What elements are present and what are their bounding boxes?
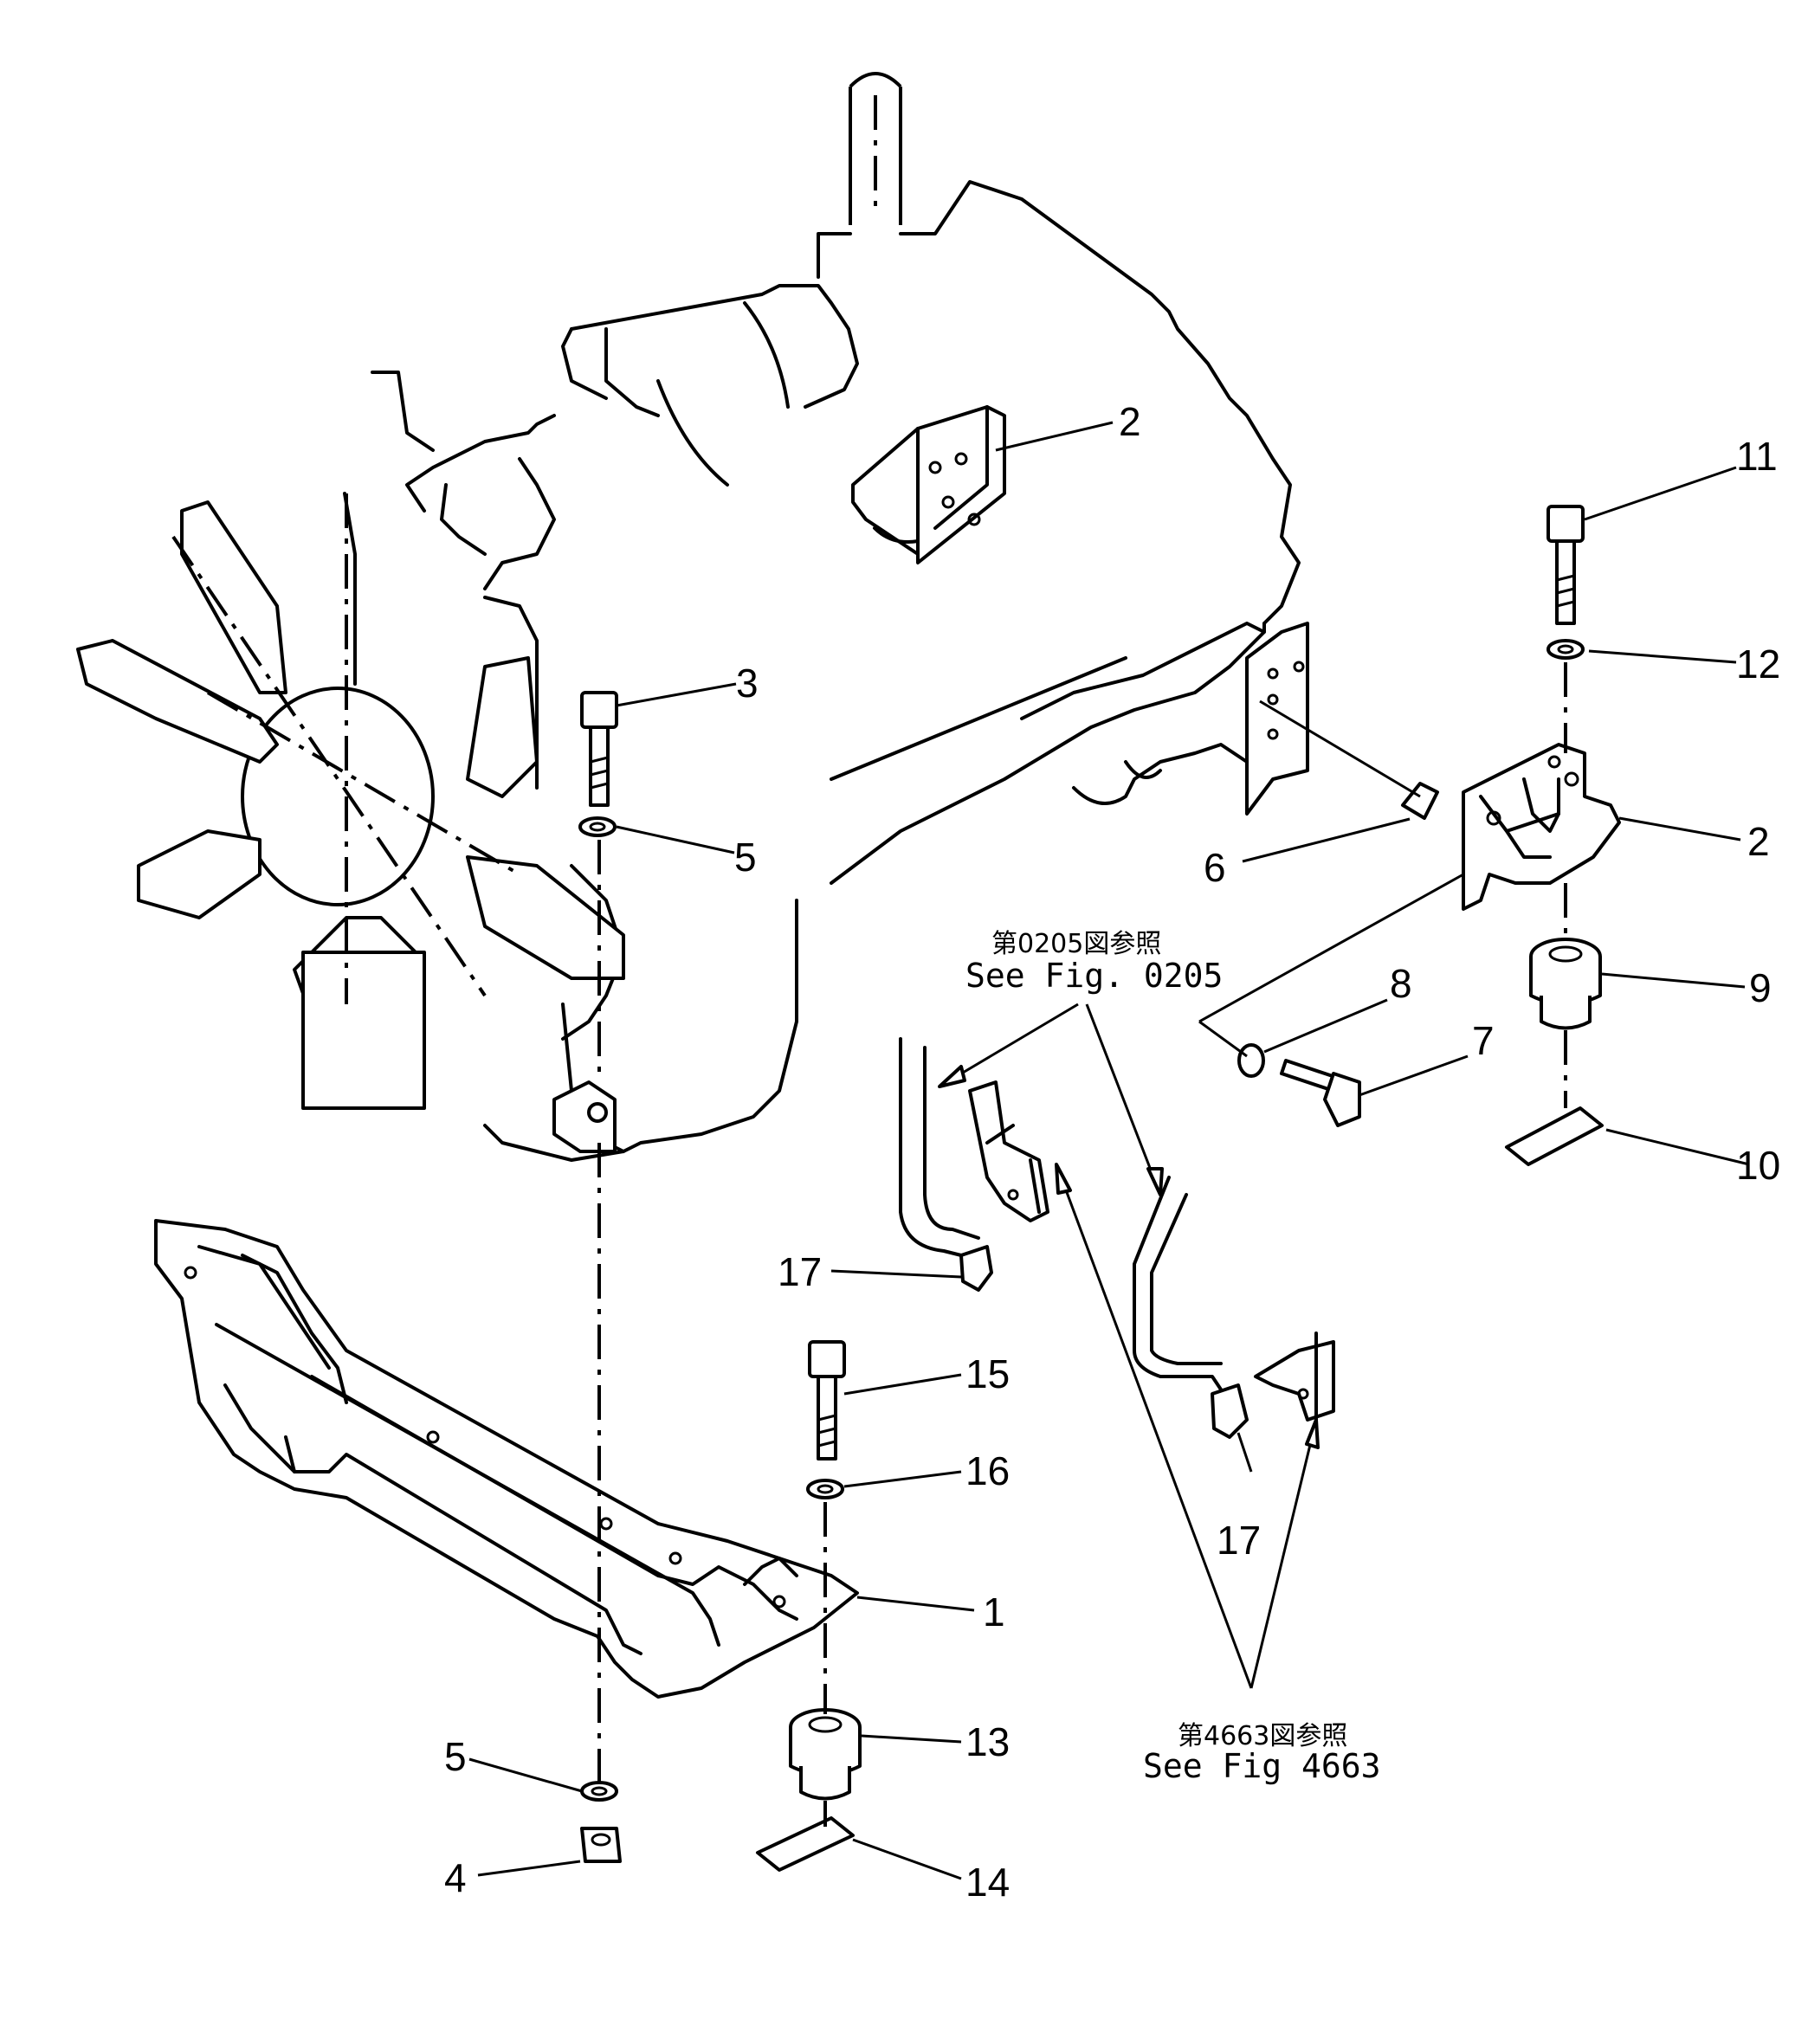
engine-block	[371, 72, 1309, 1162]
callout-5-upper: 5	[734, 835, 757, 880]
callout-16: 16	[965, 1448, 1010, 1493]
pipe-bracket-left	[899, 1037, 1049, 1292]
callout-15: 15	[965, 1351, 1010, 1396]
callout-17-right: 17	[1217, 1518, 1261, 1563]
leader-lines	[468, 421, 1750, 1880]
bolt-15	[808, 1340, 846, 1460]
callout-9: 9	[1749, 965, 1772, 1010]
reference-fig-0205-en: See Fig. 0205	[965, 957, 1223, 995]
pipe-bracket-right	[1133, 1176, 1335, 1439]
engine-outline	[483, 180, 1301, 1162]
callout-11: 11	[1736, 434, 1778, 479]
callout-12: 12	[1736, 642, 1780, 687]
reference-fig-4663: 第4663図参照 See Fig 4663	[1143, 1721, 1381, 1785]
engine-front-mount	[552, 1080, 617, 1153]
bolt-3	[580, 691, 618, 807]
callout-7: 7	[1472, 1018, 1495, 1063]
front-support-beam	[154, 1219, 859, 1699]
exhaust-stack	[849, 72, 902, 225]
callout-1: 1	[983, 1589, 1005, 1635]
washer-12	[1546, 639, 1585, 660]
callout-3: 3	[736, 661, 759, 706]
callout-2-right: 2	[1747, 819, 1770, 864]
cylinder-head	[561, 284, 859, 417]
reference-fig-4663-jp: 第4663図参照	[1178, 1721, 1347, 1751]
callout-2-top: 2	[1119, 399, 1141, 444]
callout-labels: 2 3 5 6 8 7 11 12 2 9 10 17 17 15 16 1 1…	[444, 399, 1780, 1905]
engine-side-plate	[1245, 622, 1309, 816]
washer-8	[1237, 1043, 1265, 1078]
reference-fig-0205-jp: 第0205図参照	[991, 929, 1161, 959]
callout-4: 4	[444, 1855, 467, 1900]
callout-17-left: 17	[778, 1249, 822, 1294]
callout-14: 14	[965, 1860, 1010, 1905]
callout-5-lower: 5	[444, 1734, 467, 1779]
washer-5-upper	[578, 816, 617, 837]
reference-fig-0205: 第0205図参照 See Fig. 0205	[965, 929, 1223, 995]
callout-6: 6	[1204, 845, 1226, 890]
callout-10: 10	[1736, 1143, 1780, 1188]
nut-4	[580, 1827, 622, 1863]
callout-8: 8	[1390, 961, 1412, 1006]
cushion-9	[1529, 938, 1602, 1030]
pin-6	[1259, 700, 1439, 820]
bolt-11	[1546, 505, 1585, 625]
rear-mount-bracket	[1462, 743, 1621, 911]
washer-16	[806, 1479, 844, 1499]
shim-14	[756, 1816, 855, 1872]
bolt-7	[1280, 1059, 1361, 1127]
shim-10	[1505, 1106, 1604, 1166]
engine-top-bracket	[851, 405, 1006, 564]
washer-5-lower	[580, 1781, 618, 1802]
cushion-13	[789, 1708, 862, 1801]
reference-fig-4663-en: See Fig 4663	[1143, 1747, 1381, 1785]
cooling-fan	[76, 492, 625, 1110]
callout-13: 13	[965, 1719, 1010, 1764]
